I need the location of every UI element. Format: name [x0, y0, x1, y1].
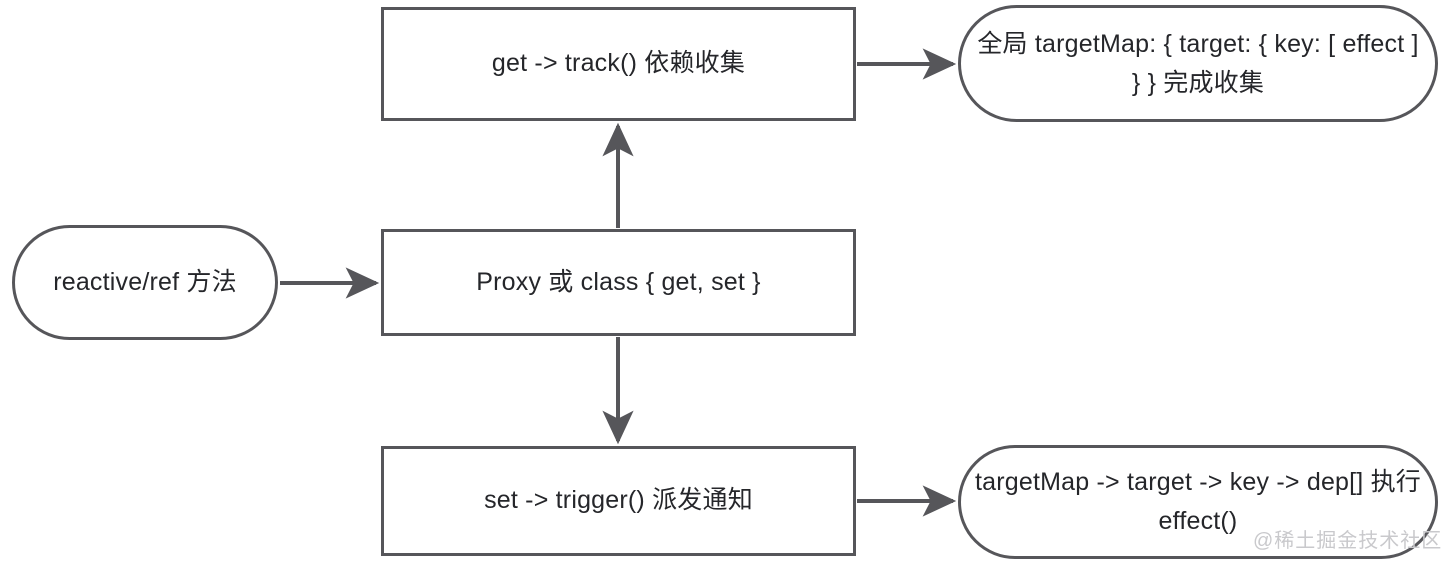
node-proxy-or-class[interactable]: Proxy 或 class { get, set } — [381, 229, 856, 336]
node-global-targetmap[interactable]: 全局 targetMap: { target: { key: [ effect … — [958, 5, 1438, 122]
node-get-track[interactable]: get -> track() 依赖收集 — [381, 7, 856, 121]
node-proxy-or-class-label: Proxy 或 class { get, set } — [476, 267, 761, 296]
node-targetmap-dep-effect-label: targetMap -> target -> key -> dep[] 执行 e… — [975, 468, 1421, 535]
node-reactive-ref-label: reactive/ref 方法 — [53, 267, 237, 296]
node-reactive-ref[interactable]: reactive/ref 方法 — [12, 225, 278, 340]
node-get-track-label: get -> track() 依赖收集 — [491, 49, 746, 78]
node-global-targetmap-label: 全局 targetMap: { target: { key: [ effect … — [977, 29, 1419, 97]
node-targetmap-dep-effect[interactable]: targetMap -> target -> key -> dep[] 执行 e… — [958, 445, 1438, 559]
node-set-trigger[interactable]: set -> trigger() 派发通知 — [381, 446, 856, 556]
node-set-trigger-label: set -> trigger() 派发通知 — [484, 486, 753, 515]
